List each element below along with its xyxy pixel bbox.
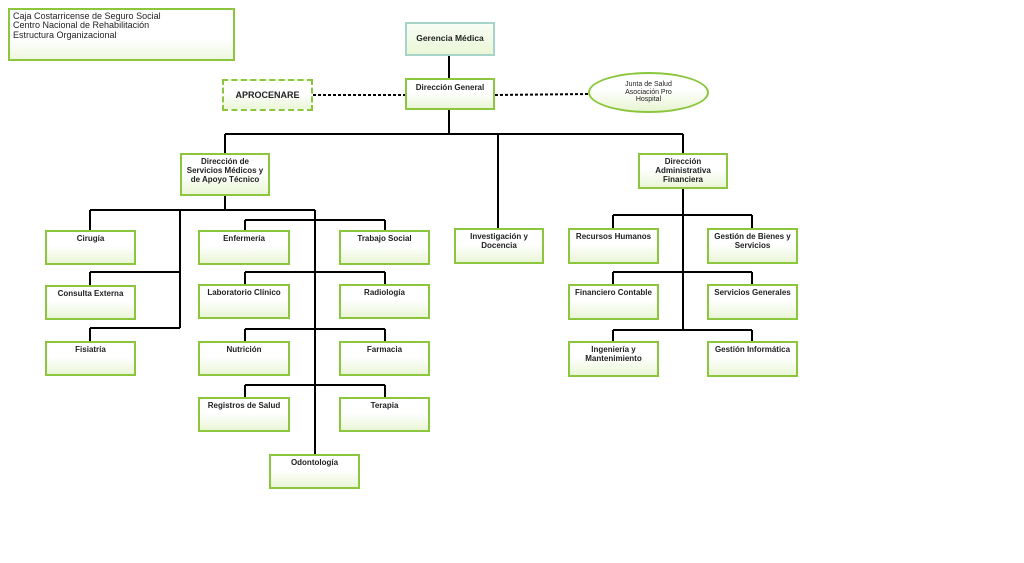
node-enfermeria: Enfermería — [198, 230, 290, 265]
node-label: Dirección General — [415, 83, 485, 92]
node-label: Gestión Informática — [714, 345, 791, 354]
node-nutricion: Nutrición — [198, 341, 290, 376]
node-label: Radiología — [364, 288, 405, 297]
node-label: Investigación y Docencia — [470, 232, 528, 251]
node-label: Trabajo Social — [357, 234, 412, 243]
node-radiologia: Radiología — [339, 284, 430, 319]
node-investigacion-docencia: Investigación y Docencia — [454, 228, 544, 264]
node-financiero-contable: Financiero Contable — [568, 284, 659, 320]
node-label: APROCENARE — [235, 89, 300, 100]
node-label: Gerencia Médica — [416, 33, 484, 44]
node-aprocenare: APROCENARE — [222, 79, 313, 111]
node-dir-servicios-medicos: Dirección de Servicios Médicos y de Apoy… — [180, 153, 270, 196]
node-label: Dirección de Servicios Médicos y de Apoy… — [186, 157, 264, 185]
header-line-1: Caja Costarricense de Seguro Social — [13, 11, 161, 21]
node-terapia: Terapia — [339, 397, 430, 432]
node-label: Nutrición — [226, 345, 262, 354]
node-label: Ingeniería y Mantenimiento — [585, 345, 642, 364]
node-label: Cirugía — [76, 234, 105, 243]
node-label: Servicios Generales — [714, 288, 791, 297]
node-label: Odontología — [290, 458, 339, 467]
node-label: Fisiatría — [75, 345, 106, 354]
node-consulta-externa: Consulta Externa — [45, 285, 136, 320]
node-label: Registros de Salud — [207, 401, 281, 410]
header-line-3: Estructura Organizacional — [13, 29, 117, 40]
node-label: Consulta Externa — [57, 289, 124, 298]
node-label: Junta de Salud Asociación Pro Hospital — [625, 80, 672, 104]
node-registros-salud: Registros de Salud — [198, 397, 290, 432]
node-label: Dirección Administrativa Financiera — [655, 157, 711, 185]
node-servicios-generales: Servicios Generales — [707, 284, 798, 320]
node-farmacia: Farmacia — [339, 341, 430, 376]
node-odontologia: Odontología — [269, 454, 360, 489]
node-fisiatria: Fisiatría — [45, 341, 136, 376]
node-label: Gestión de Bienes y Servicios — [714, 232, 791, 251]
node-recursos-humanos: Recursos Humanos — [568, 228, 659, 264]
node-label: Enfermería — [223, 234, 265, 243]
node-dir-administrativa: Dirección Administrativa Financiera — [638, 153, 728, 189]
node-direccion-general: Dirección General — [405, 78, 495, 110]
node-gestion-bienes: Gestión de Bienes y Servicios — [707, 228, 798, 264]
node-trabajo-social: Trabajo Social — [339, 230, 430, 265]
organization-header: Caja Costarricense de Seguro Social Cent… — [8, 8, 235, 61]
node-junta-salud: Junta de Salud Asociación Pro Hospital — [588, 72, 709, 113]
node-ingenieria-mantenimiento: Ingeniería y Mantenimiento — [568, 341, 659, 377]
node-label: Recursos Humanos — [575, 232, 652, 241]
node-gerencia-medica: Gerencia Médica — [405, 22, 495, 56]
node-laboratorio-clinico: Laboratorio Clínico — [198, 284, 290, 319]
node-label: Financiero Contable — [575, 288, 652, 297]
node-label: Farmacia — [366, 345, 403, 354]
node-cirugia: Cirugía — [45, 230, 136, 265]
node-gestion-informatica: Gestión Informática — [707, 341, 798, 377]
node-label: Terapia — [370, 401, 399, 410]
header-line-2: Centro Nacional de Rehabilitación — [13, 20, 150, 31]
node-label: Laboratorio Clínico — [207, 288, 281, 297]
